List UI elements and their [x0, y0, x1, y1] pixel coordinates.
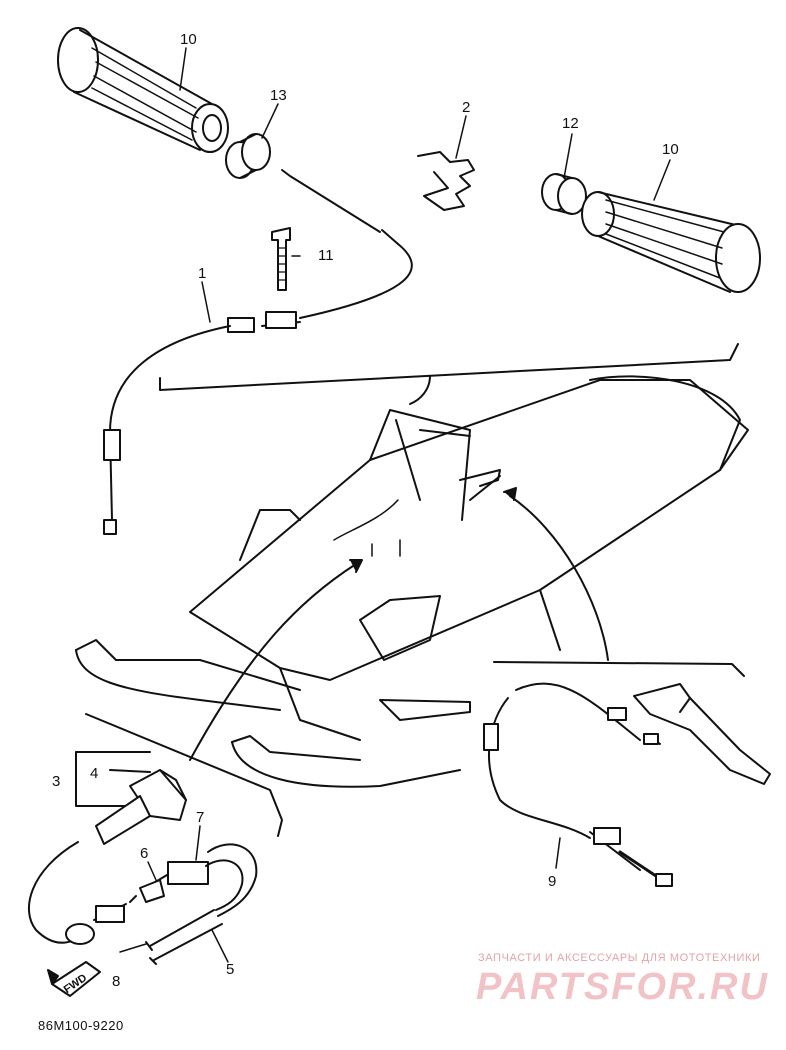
group-bracket-upper	[159, 343, 739, 391]
callout-4: 4	[90, 765, 99, 782]
callout-11: 11	[318, 247, 334, 264]
left-grip	[57, 27, 229, 153]
callout-13: 13	[270, 87, 287, 104]
pointer-arrow-1	[409, 375, 431, 405]
snowmobile-body	[189, 375, 749, 741]
throttle-cable-1	[103, 169, 413, 535]
switch-assembly-3	[75, 751, 187, 845]
ski-left	[75, 639, 301, 711]
group-bracket-lower-left	[85, 713, 283, 837]
group-bracket-lower-right	[493, 661, 745, 677]
callout-9: 9	[548, 873, 557, 890]
connector-7	[139, 843, 258, 917]
callout-2: 2	[462, 99, 471, 116]
callout-7: 7	[196, 809, 205, 826]
diagram-code: 86M100-9220	[38, 1018, 124, 1033]
callout-10-right: 10	[662, 141, 679, 158]
right-grip	[581, 191, 761, 293]
sleeve-13	[225, 133, 271, 179]
callout-10-left: 10	[180, 31, 197, 48]
sleeve-12	[541, 173, 587, 215]
clip-2	[417, 151, 475, 211]
brake-lever	[633, 683, 771, 785]
wire-pair-5	[145, 909, 223, 965]
wire-harness	[28, 841, 137, 945]
callout-3: 3	[52, 773, 61, 790]
fwd-arrow	[47, 961, 101, 997]
brake-cable-9	[483, 682, 673, 887]
callout-1: 1	[198, 265, 207, 282]
callout-6: 6	[140, 845, 149, 862]
watermark-tagline: ЗАПЧАСТИ И АКСЕССУАРЫ ДЛЯ МОТОТЕХНИКИ	[478, 952, 761, 964]
watermark-brand: PARTSFOR.RU	[476, 966, 769, 1008]
callout-8: 8	[112, 973, 121, 990]
callout-12: 12	[562, 115, 579, 132]
route-arrow-left	[189, 563, 357, 761]
cable-tie-11	[271, 227, 291, 291]
callout-5: 5	[226, 961, 235, 978]
route-arrow-right	[509, 495, 609, 661]
ski-right	[231, 735, 461, 788]
